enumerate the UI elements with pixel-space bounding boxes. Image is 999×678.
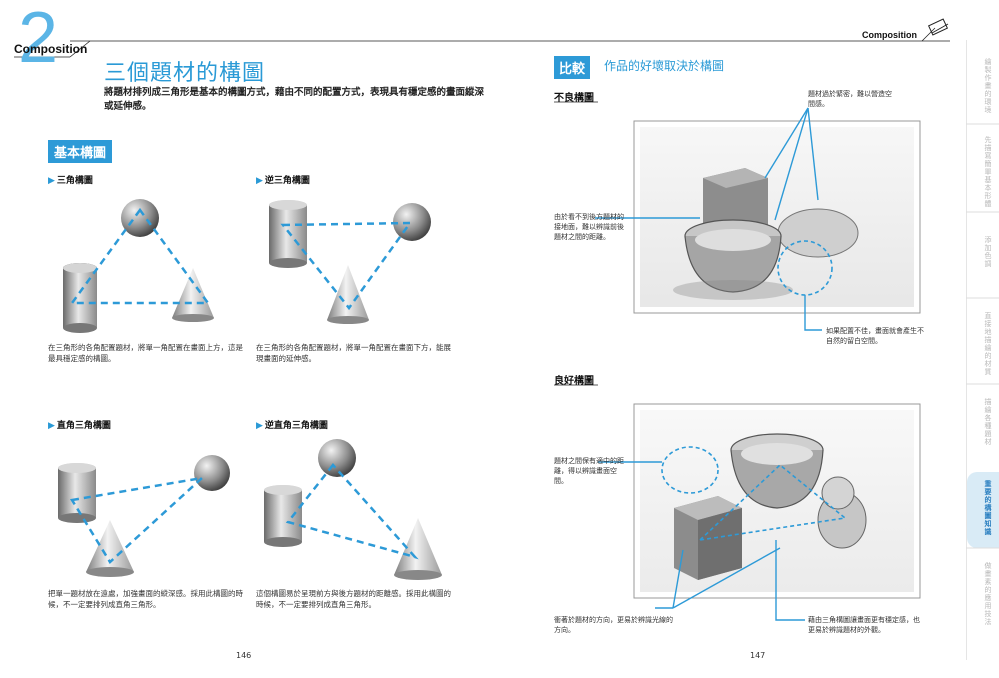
good-note-bottom-right: 藉由三角構圖讓畫面更有穩定感，也更易於辨識題材的外觀。	[808, 615, 926, 635]
item-caption-2: 在三角形的各角配置題材，將單一角配置在畫面下方，能展現畫面的延伸感。	[256, 342, 456, 364]
header-label-right: Composition	[862, 30, 917, 40]
triangle-bullet-icon: ▶	[48, 176, 55, 186]
good-heading: 良好構圖	[554, 372, 594, 387]
item-heading-4: ▶逆直角三角構圖	[256, 418, 328, 431]
good-composition-drawing	[634, 404, 920, 598]
page-number-right: 147	[750, 651, 765, 660]
bad-composition-drawing	[634, 121, 920, 313]
page-title: 三個題材的構圖	[104, 55, 265, 87]
item-heading-3: ▶直角三角構圖	[48, 418, 111, 431]
item-caption-1: 在三角形的各角配置題材，將單一角配置在畫面上方，這是最具穩定感的構圖。	[48, 342, 248, 364]
good-note-left: 題材之間保有適中的距離，得以辨識畫面空間。	[554, 456, 624, 486]
good-note-bottom-left: 衝著於題材的方向，更易於辨識光線的方向。	[554, 615, 674, 635]
compare-tag: 比較	[554, 56, 590, 79]
page-number-left: 146	[236, 651, 251, 660]
inverted-right-triangle-diagram	[264, 439, 442, 580]
triangle-bullet-icon: ▶	[256, 176, 263, 186]
section-tag: 基本構圖	[48, 140, 112, 163]
compare-title: 作品的好壞取決於構圖	[604, 57, 724, 74]
chapter-number: 2	[18, 2, 58, 74]
intro-text: 將題材排列成三角形是基本的構圖方式，藉由不同的配置方式，表現具有穩定感的畫面縱深…	[104, 86, 484, 114]
bad-note-left: 由於看不到後方題材的接地面，難以辨識前後題材之間的距離。	[554, 212, 626, 242]
item-heading-1: ▶三角構圖	[48, 173, 93, 186]
bad-heading: 不良構圖	[554, 89, 594, 104]
bad-note-top: 題材過於緊密，難以營造空間感。	[808, 89, 893, 109]
triangle-diagram	[63, 199, 214, 333]
right-triangle-diagram	[58, 455, 230, 577]
sidebar-dividers	[966, 40, 999, 660]
header-label: Composition	[14, 42, 87, 56]
triangle-bullet-icon: ▶	[48, 421, 55, 431]
item-caption-4: 這個構圖易於呈現前方與後方題材的距離感。採用此構圖的時候，不一定要排列成直角三角…	[256, 588, 456, 610]
triangle-bullet-icon: ▶	[256, 421, 263, 431]
item-caption-3: 把單一題材放在遠處，加強畫面的縱深感。採用此構圖的時候，不一定要排列成直角三角形…	[48, 588, 248, 610]
inverted-triangle-diagram	[269, 200, 431, 324]
bad-note-bottom: 如果配置不佳，畫面就會產生不自然的留白空間。	[826, 326, 926, 346]
pencil-icon	[929, 19, 948, 35]
item-heading-2: ▶逆三角構圖	[256, 173, 310, 186]
